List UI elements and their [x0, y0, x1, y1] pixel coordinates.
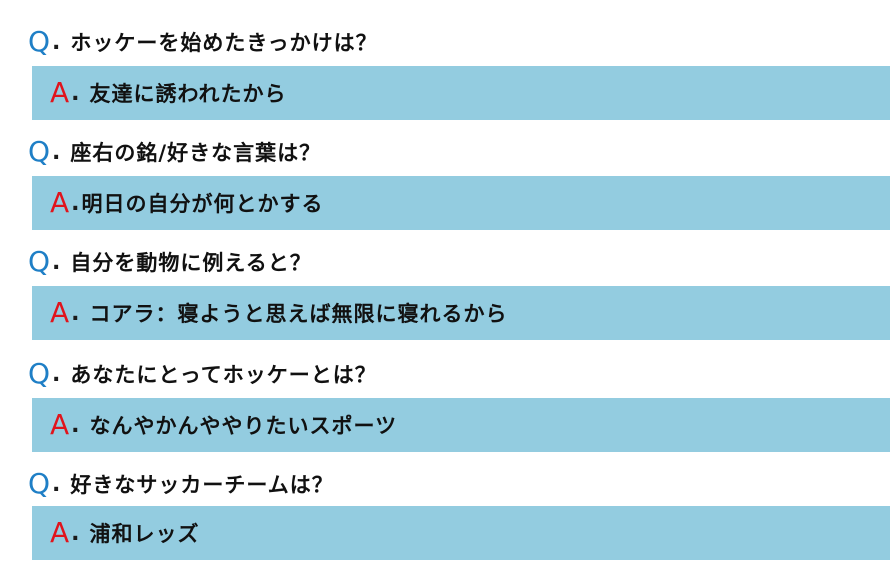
question-marker-dot: .: [52, 361, 61, 387]
question-marker-dot: .: [52, 139, 61, 165]
answer-marker-dot: .: [71, 190, 80, 216]
answer-marker-dot: .: [71, 520, 80, 546]
answer-box: A . 明日の自分が何とかする: [32, 176, 890, 230]
answer-marker-dot: .: [71, 80, 80, 106]
question-text: 自分を動物に例えると？: [70, 251, 312, 275]
question-marker: Q: [28, 245, 51, 278]
answer-marker: A: [50, 186, 70, 219]
answer-box: A . コアラ：寝ようと思えば無限に寝れるから: [32, 286, 890, 340]
answer-marker-dot: .: [71, 300, 80, 326]
answer-marker: A: [50, 76, 70, 109]
answer-box: A . 友達に誘われたから: [32, 66, 890, 120]
answer-box: A . なんやかんややりたいスポーツ: [32, 398, 890, 452]
answer-marker: A: [50, 516, 70, 549]
answer-text: なんやかんややりたいスポーツ: [89, 414, 398, 438]
answer-marker: A: [50, 408, 70, 441]
question-marker: Q: [28, 25, 51, 58]
answer-marker: A: [50, 296, 70, 329]
question-marker-dot: .: [52, 249, 61, 275]
question-marker: Q: [28, 135, 51, 168]
question-row: Q . 好きなサッカーチームは？: [28, 466, 334, 502]
question-text: 好きなサッカーチームは？: [70, 473, 334, 497]
question-marker-dot: .: [52, 29, 61, 55]
answer-text: 友達に誘われたから: [89, 82, 287, 106]
question-row: Q . 座右の銘/好きな言葉は？: [28, 134, 321, 170]
question-text: 座右の銘/好きな言葉は？: [70, 141, 322, 165]
answer-text: 浦和レッズ: [89, 522, 200, 546]
question-marker: Q: [28, 357, 51, 390]
question-marker: Q: [28, 467, 51, 500]
question-row: Q . 自分を動物に例えると？: [28, 244, 312, 280]
answer-text: コアラ：寝ようと思えば無限に寝れるから: [89, 302, 508, 326]
question-row: Q . あなたにとってホッケーとは？: [28, 356, 377, 392]
question-row: Q . ホッケーを始めたきっかけは？: [28, 24, 378, 60]
question-text: あなたにとってホッケーとは？: [70, 363, 377, 387]
answer-box: A . 浦和レッズ: [32, 506, 890, 560]
question-text: ホッケーを始めたきっかけは？: [70, 31, 378, 55]
answer-text: 明日の自分が何とかする: [81, 192, 324, 216]
answer-marker-dot: .: [71, 412, 80, 438]
question-marker-dot: .: [52, 471, 61, 497]
